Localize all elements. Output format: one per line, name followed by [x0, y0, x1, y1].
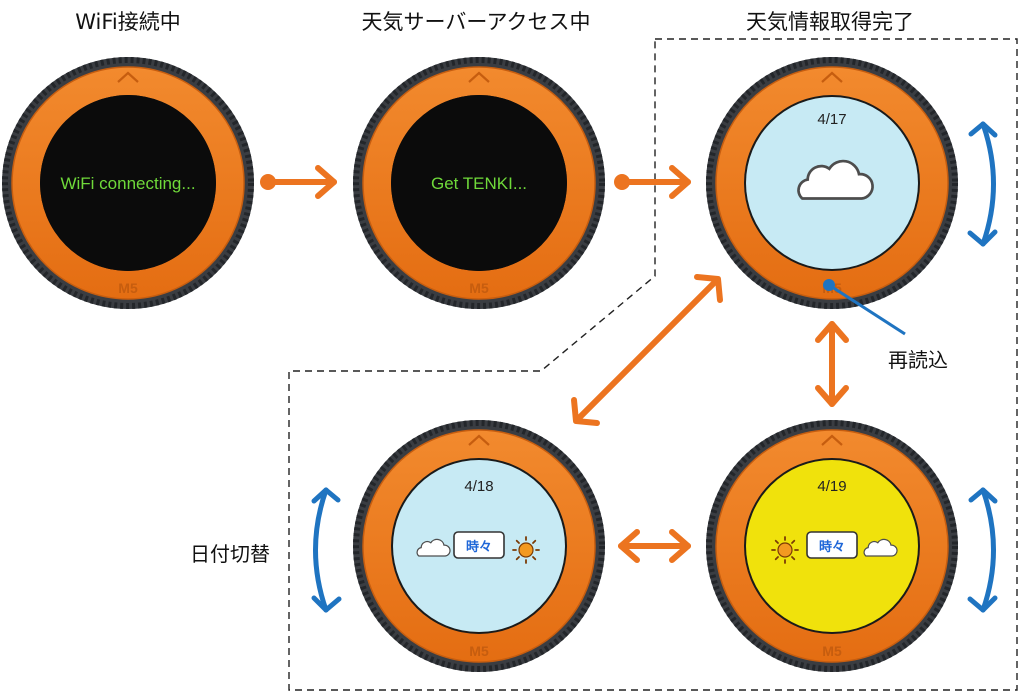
arrow-server-to-today — [619, 165, 691, 199]
device-d19: 4/19 時々 M5 — [706, 420, 958, 672]
arrow-today-d19 — [815, 321, 849, 407]
date-label: 4/17 — [817, 111, 846, 128]
arrow-dot — [614, 174, 630, 190]
bezel-logo: M5 — [469, 643, 489, 659]
rotate-arrow-d19 — [967, 487, 998, 613]
bezel-logo: M5 — [118, 280, 138, 296]
badge — [453, 531, 505, 559]
badge-text: 時々 — [819, 539, 845, 554]
device-server: Get TENKI... M5 — [353, 57, 605, 309]
arrow-today-d18 — [571, 274, 723, 426]
screen-wifi — [40, 95, 216, 271]
screen-text-server: Get TENKI... — [431, 174, 527, 193]
reload-pointer — [823, 279, 906, 336]
caption-wifi: WiFi接続中 — [75, 10, 181, 34]
arrow-dot — [260, 174, 276, 190]
bezel-logo: M5 — [822, 643, 842, 659]
screen-text-wifi: WiFi connecting... — [60, 174, 195, 193]
rotate-arrow-d18 — [311, 487, 342, 613]
group-outline — [288, 38, 1018, 691]
label-date-switch: 日付切替 — [190, 542, 270, 566]
bezel-logo: M5 — [469, 280, 489, 296]
label-reload: 再読込 — [888, 348, 948, 372]
caption-done: 天気情報取得完了 — [746, 10, 914, 34]
date-label: 4/19 — [817, 478, 846, 495]
caption-server: 天気サーバーアクセス中 — [361, 10, 591, 34]
device-wifi: WiFi connecting... M5 — [2, 57, 254, 309]
device-d18: 4/18 時々 M5 — [353, 420, 605, 672]
arrow-wifi-to-server — [265, 165, 337, 199]
badge — [806, 531, 858, 559]
badge-text: 時々 — [466, 539, 492, 554]
device-today: 4/17 M5 — [706, 57, 958, 309]
date-label: 4/18 — [464, 478, 493, 495]
rotate-arrow-today — [967, 121, 998, 247]
screen-server — [391, 95, 567, 271]
arrow-d18-d19 — [618, 529, 691, 563]
